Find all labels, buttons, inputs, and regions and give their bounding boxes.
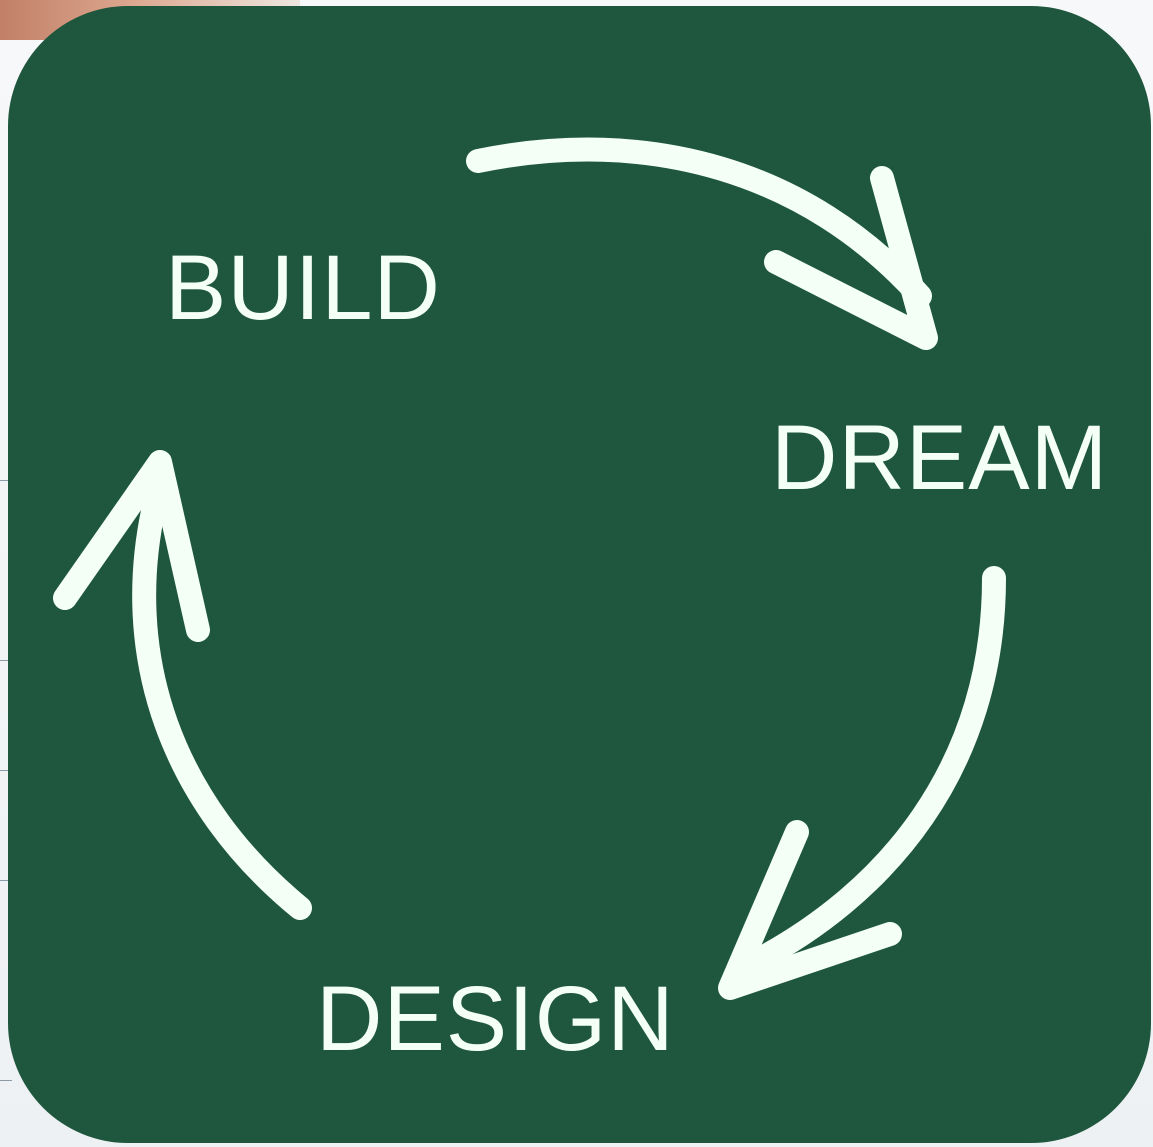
arrowhead-icon [718, 820, 902, 1000]
cycle-card: BUILD DREAM DESIGN [8, 6, 1151, 1143]
background-drawing-line [0, 660, 12, 661]
curved-arrow-icon [132, 486, 312, 920]
background-drawing-line [0, 880, 12, 881]
stage-label-design: DESIGN [316, 968, 675, 1070]
background-drawing-line [0, 770, 12, 771]
background-drawing-line [0, 1080, 12, 1081]
stage-label-dream: DREAM [771, 407, 1109, 509]
curved-arrow-icon [731, 566, 1006, 980]
arrow-build-to-dream [466, 137, 938, 350]
arrowhead-icon [53, 450, 210, 642]
arrowhead-icon [764, 166, 938, 350]
stage-label-build: BUILD [165, 237, 441, 339]
background-drawing-line [0, 480, 12, 481]
curved-arrow-icon [466, 137, 932, 308]
arrow-dream-to-design [718, 566, 1006, 1000]
cycle-diagram [53, 137, 1006, 1000]
arrow-design-to-build [53, 450, 312, 920]
